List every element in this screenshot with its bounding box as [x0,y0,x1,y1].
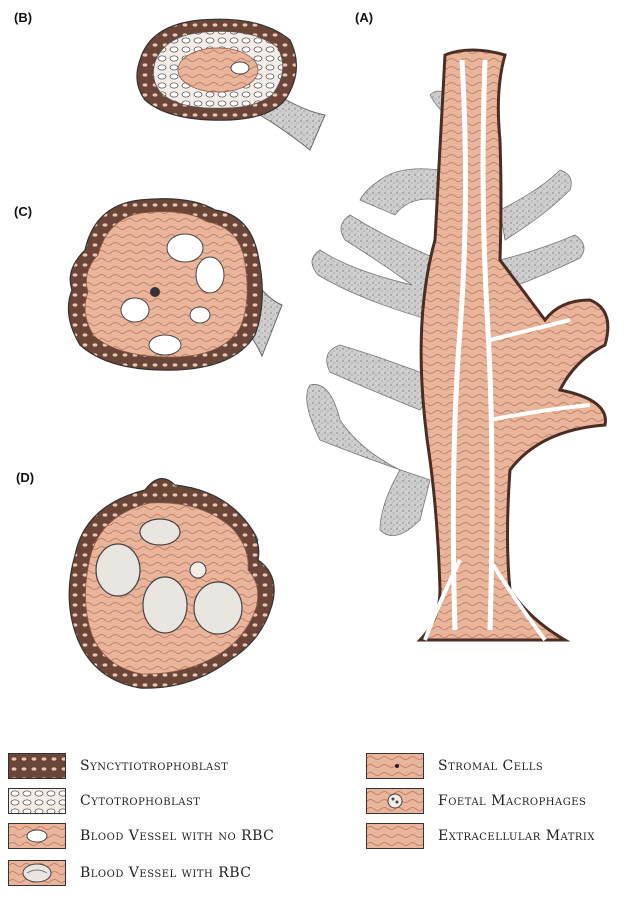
legend-label: Blood Vessel with no RBC [80,828,274,844]
d-macrophage [190,562,206,578]
a-branch-left-mid [312,215,440,320]
c-vessel-2 [196,257,224,293]
c-vessel-3 [121,298,149,322]
a-branch-left-bottom [307,384,430,535]
c-vessel-1 [167,234,203,262]
legend-label: Cytotrophoblast [80,793,200,809]
villous-tree-a [307,50,608,640]
c-macrophage [150,287,160,297]
panel-label-d: (D) [16,470,34,485]
legend-label: Syncytiotrophoblast [80,758,228,774]
macrophage-swatch-icon [366,788,424,814]
cross-section-c [68,199,282,370]
ecm-swatch-icon [366,823,424,849]
d-vessel-1 [96,544,140,596]
cytotrophoblast-swatch-icon [8,788,66,814]
vessel-rbc-swatch-icon [8,860,66,886]
a-trunk [420,50,608,640]
cross-section-d [69,479,274,689]
legend-label: Stromal Cells [438,758,543,774]
placenta-villi-illustration [0,0,628,720]
legend-item-cytotrophoblast: Cytotrophoblast [8,788,200,814]
a-branch-right-top [500,170,571,240]
legend-item-macrophage: Foetal Macrophages [366,788,586,814]
a-branch-left-top [360,169,440,215]
b-vessel [231,62,249,74]
legend-label: Extracellular Matrix [438,828,595,844]
d-vessel-3 [143,577,187,633]
panel-label-a: (A) [355,10,373,25]
stromal-swatch-icon [366,753,424,779]
legend-item-vessel-rbc: Blood Vessel with RBC [8,860,252,886]
c-vessel-5 [190,307,210,323]
legend-item-syncytiotrophoblast: Syncytiotrophoblast [8,753,228,779]
legend-item-ecm: Extracellular Matrix [366,823,595,849]
legend-item-stromal: Stromal Cells [366,753,543,779]
legend-item-vessel-no-rbc: Blood Vessel with no RBC [8,823,274,849]
legend-label: Foetal Macrophages [438,793,586,809]
c-vessel-4 [149,335,181,355]
panel-label-c: (C) [14,204,32,219]
legend-label: Blood Vessel with RBC [80,865,252,881]
cross-section-b [137,19,325,150]
d-vessel-2 [140,519,180,545]
vessel-no-rbc-swatch-icon [8,823,66,849]
d-vessel-4 [194,582,242,634]
panel-label-b: (B) [14,10,32,25]
syncytiotrophoblast-swatch-icon [8,753,66,779]
